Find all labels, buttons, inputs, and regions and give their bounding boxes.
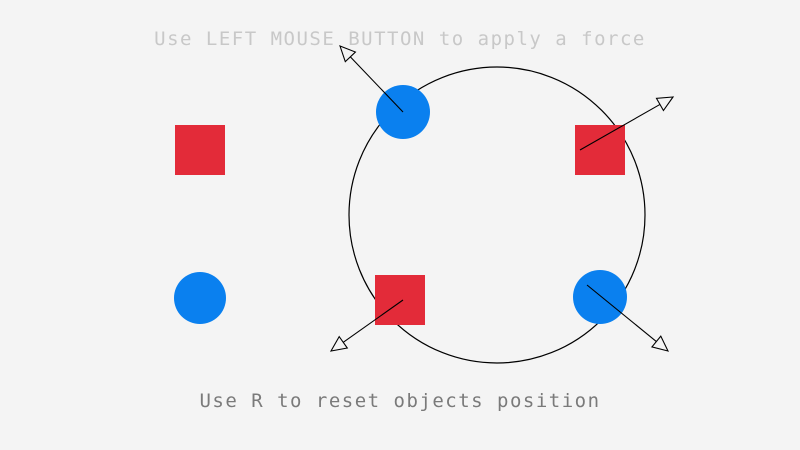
force-arrowhead-square-bottom — [329, 335, 349, 352]
force-arrowhead-circle-top — [339, 45, 357, 63]
force-shaft-circle-top — [349, 56, 404, 113]
force-vector-circle-right — [586, 284, 670, 352]
hint-text-reset: Use R to reset objects position — [199, 390, 601, 412]
orbit-circle — [348, 66, 646, 364]
force-vector-square-right — [579, 96, 675, 151]
force-vector-circle-top — [339, 45, 404, 113]
force-shaft-square-bottom — [342, 299, 404, 343]
body-circle-blue-left[interactable] — [174, 272, 226, 324]
body-square-red-left[interactable] — [175, 125, 225, 175]
force-shaft-square-right — [579, 103, 661, 151]
force-arrowhead-circle-right — [650, 335, 670, 352]
hint-text-apply-force: Use LEFT MOUSE BUTTON to apply a force — [154, 28, 646, 50]
body-circle-blue-right[interactable] — [573, 270, 627, 324]
force-arrowhead-square-right — [655, 96, 675, 112]
force-vector-square-bottom — [329, 299, 404, 352]
body-square-red-bottom[interactable] — [375, 275, 425, 325]
force-shaft-circle-right — [586, 284, 657, 342]
force-vector-group — [329, 45, 675, 352]
body-square-red-right[interactable] — [575, 125, 625, 175]
